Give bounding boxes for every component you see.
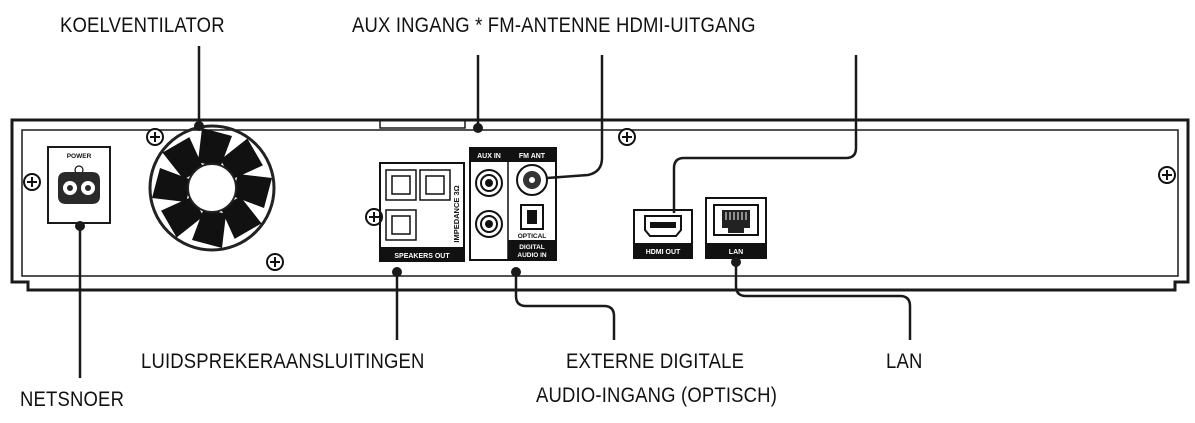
- screw-icon: [618, 128, 636, 146]
- screw-icon: [365, 208, 383, 226]
- callout-optical-line1: EXTERNE DIGITALE: [566, 350, 745, 373]
- ethernet-port-icon: [713, 204, 759, 236]
- optical-text: OPTICAL: [518, 233, 547, 240]
- leader-line-hdmi: [672, 55, 858, 213]
- speaker-terminals: SPEAKERS OUT IMPEDANCE 3Ω: [379, 162, 465, 262]
- rca-jack-icon: [475, 169, 503, 238]
- leader-line-fm: [546, 55, 604, 180]
- digital-text: DIGITAL: [519, 244, 545, 251]
- screw-icon: [1158, 166, 1176, 184]
- fm-ant-text: FM ANT: [519, 153, 546, 160]
- lan-port: LAN: [705, 197, 767, 259]
- hdmi-out-text: HDMI OUT: [646, 249, 681, 256]
- audio-in-text: AUDIO IN: [517, 252, 547, 259]
- power-inlet: POWER: [47, 146, 111, 224]
- fan-icon: [148, 124, 276, 252]
- callout-optical-line2: AUDIO-INGANG (OPTISCH): [536, 384, 778, 407]
- callout-power-cord: NETSNOER: [20, 388, 125, 411]
- hdmi-port-icon: [644, 215, 682, 237]
- screws: [23, 128, 1176, 271]
- leader-line-lan: [734, 262, 912, 340]
- power-inlet-icon: [58, 172, 100, 204]
- antenna-jack-icon: [516, 164, 548, 196]
- power-text: POWER: [67, 153, 92, 160]
- input-block: AUX IN FM ANT OPTICAL DIGITAL AUDIO IN: [469, 147, 557, 261]
- screw-icon: [266, 253, 284, 271]
- aux-in-text: AUX IN: [477, 153, 501, 160]
- device-body: [10, 118, 1190, 292]
- hdmi-port: HDMI OUT: [633, 209, 693, 259]
- speaker-terminal-icon: [385, 169, 451, 241]
- speakers-out-text: SPEAKERS OUT: [394, 253, 450, 260]
- leader-lines: [78, 46, 912, 378]
- callout-aux-fm-hdmi: AUX INGANG * FM-ANTENNE HDMI-UITGANG: [352, 14, 756, 37]
- callout-speaker-connectors: LUIDSPREKERAANSLUITINGEN: [141, 350, 425, 373]
- callout-lan: LAN: [886, 350, 923, 373]
- lan-port-text: LAN: [729, 249, 743, 256]
- callout-cooling-fan: KOELVENTILATOR: [60, 14, 225, 37]
- leader-dots: [75, 121, 741, 277]
- screw-icon: [146, 128, 164, 146]
- optical-port-icon: [520, 204, 544, 230]
- leader-line-optical: [514, 272, 616, 340]
- screw-icon: [23, 173, 41, 191]
- impedance-text: IMPEDANCE 3Ω: [452, 185, 461, 242]
